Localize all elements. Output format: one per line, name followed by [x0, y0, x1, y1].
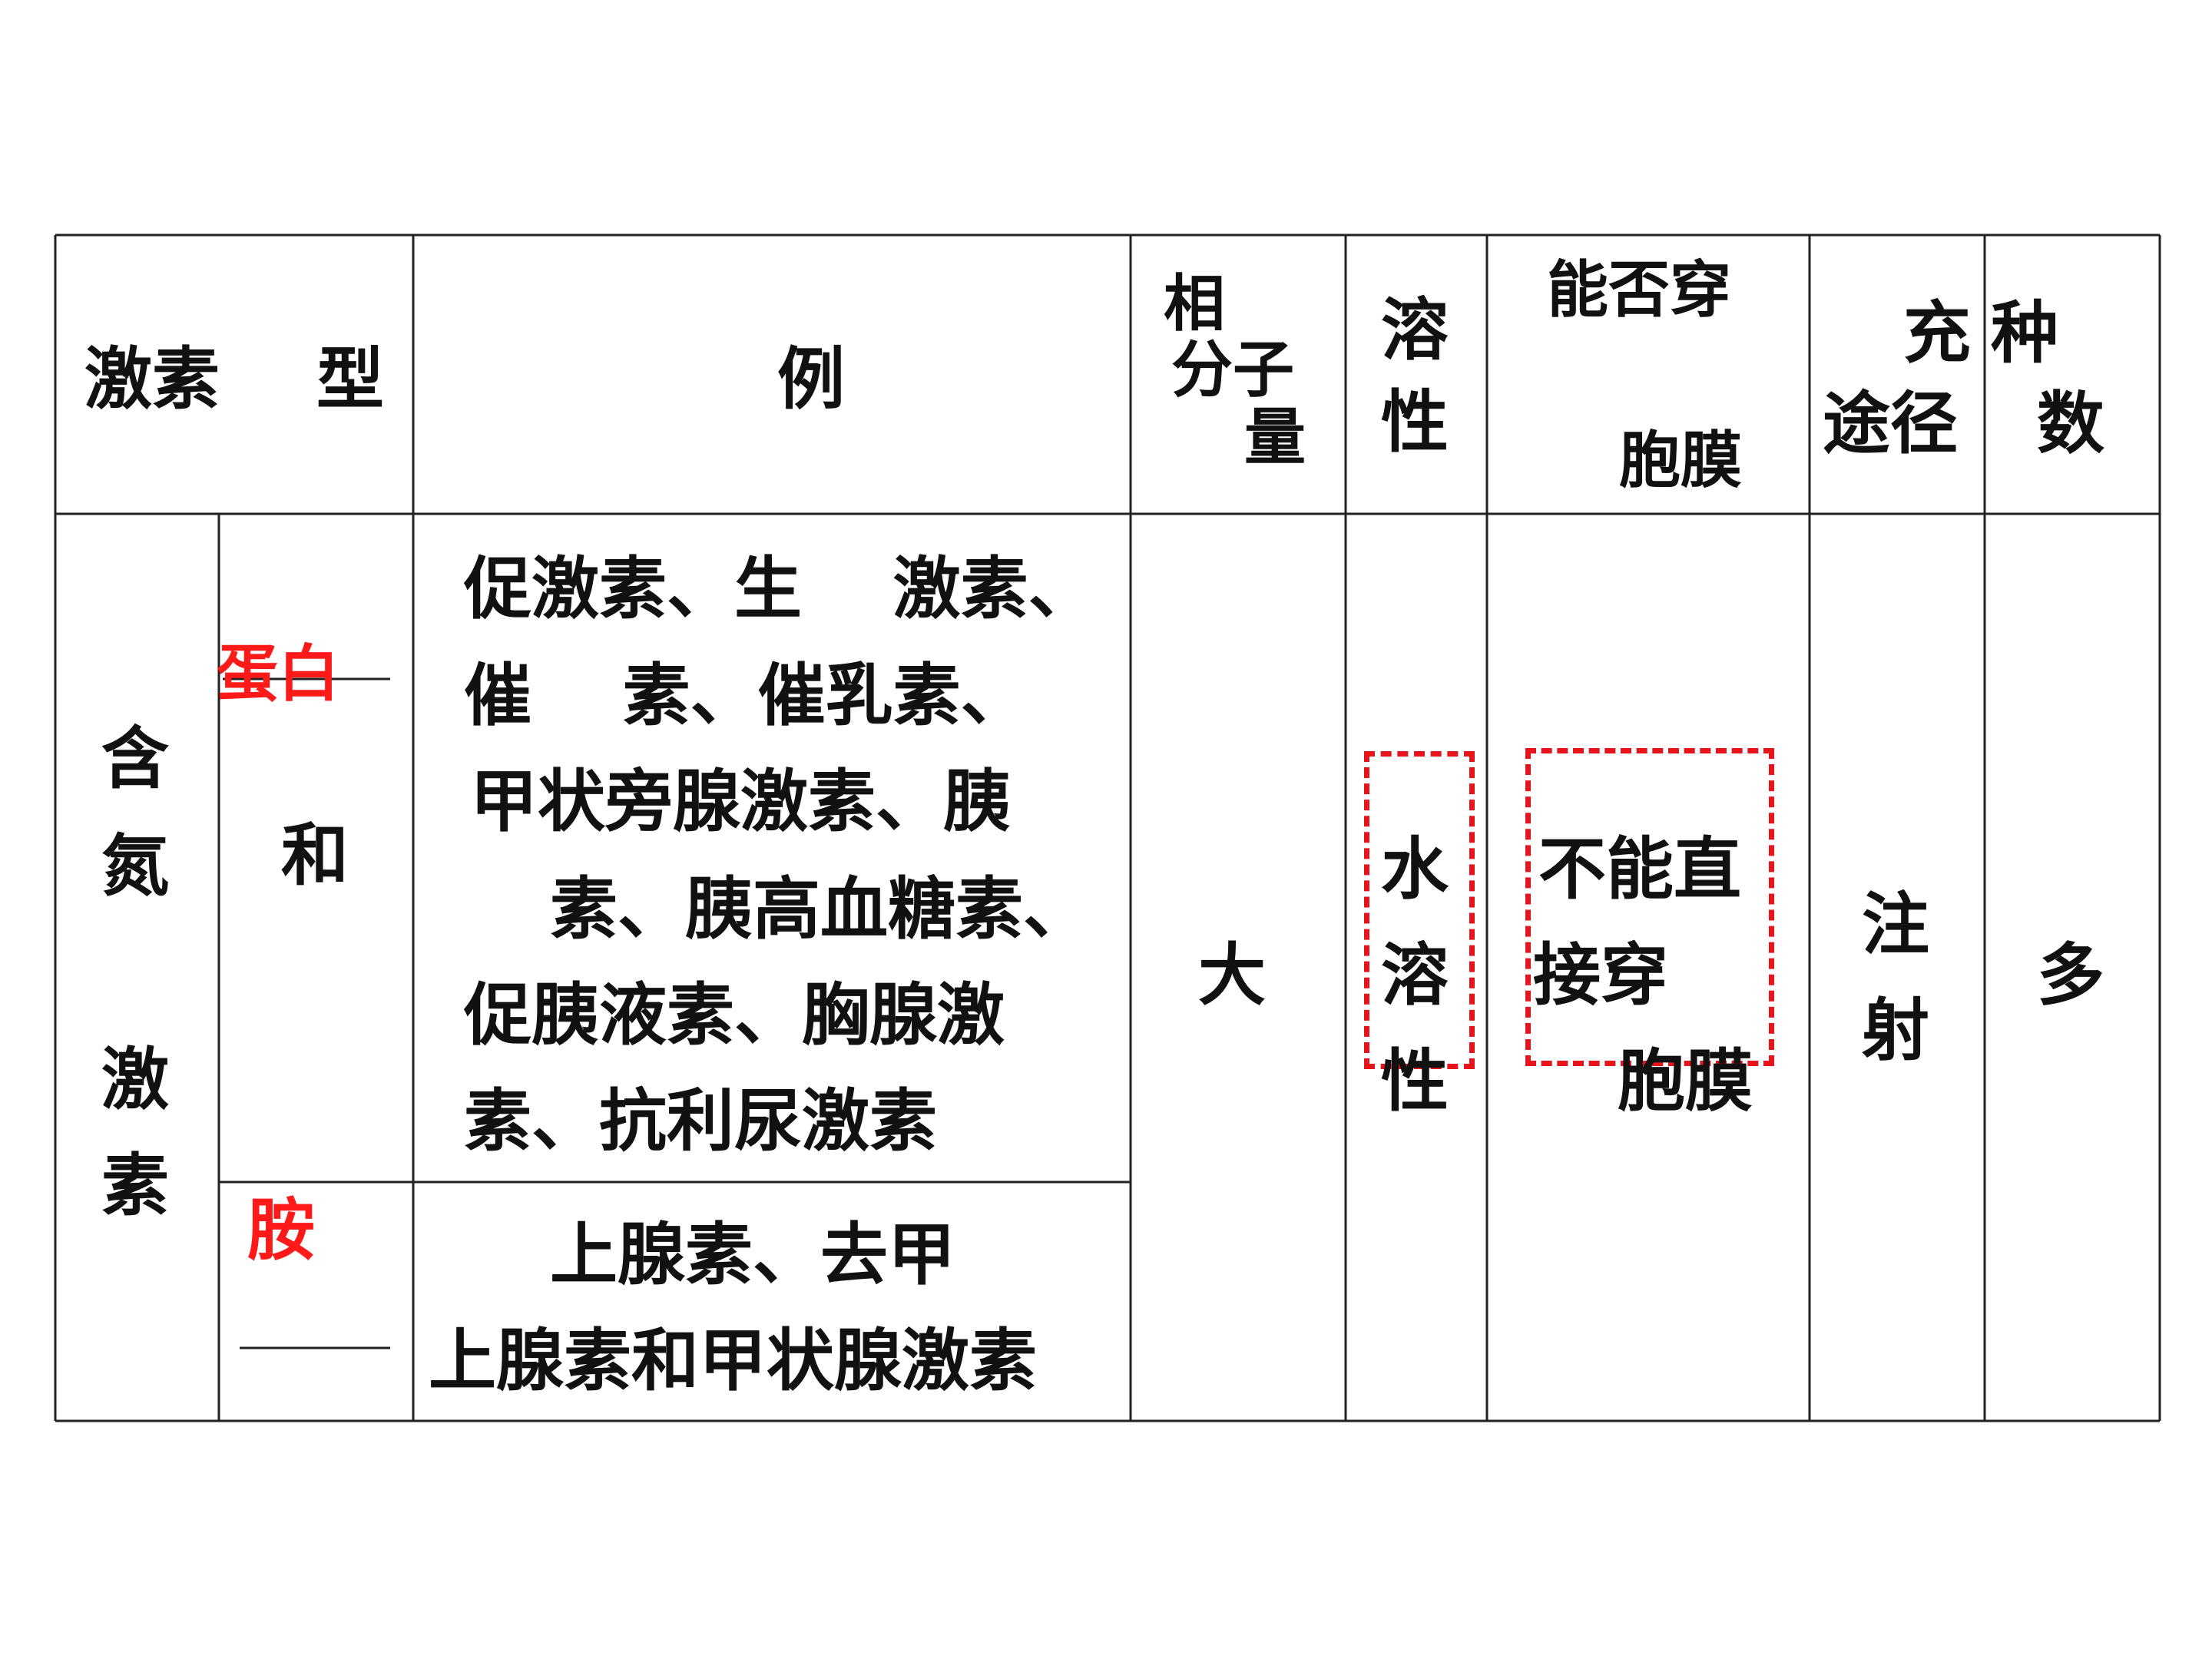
solubility-value-3: 性: [1381, 1041, 1449, 1121]
membrane-highlight-box: [1525, 748, 1774, 1066]
protein-example-line: 甲状旁腺激素、胰: [470, 762, 1012, 841]
solubility-value-1: 水: [1381, 830, 1449, 909]
group-label-1: 含: [101, 719, 170, 798]
protein-example-line: 催 素、催乳素、: [464, 656, 1028, 735]
route-value-2: 射: [1862, 991, 1930, 1070]
header-membrane-1: 能否穿: [1547, 254, 1731, 326]
solubility-highlight-box: [1364, 751, 1475, 1069]
protein-example-line: 促胰液素、胸腺激: [464, 975, 1005, 1055]
membrane-value-1: 不能直: [1538, 830, 1742, 909]
membrane-value-3: 胞膜: [1618, 1041, 1753, 1121]
protein-type-label: 蛋白: [217, 638, 339, 710]
header-route-a: 充: [1903, 293, 1972, 373]
header-type-a: 激素: [84, 339, 220, 419]
amine-example-line: 上腺素、去甲: [550, 1215, 956, 1294]
header-sol-2: 性: [1381, 382, 1449, 462]
solubility-value-2: 溶: [1381, 935, 1449, 1015]
header-mw-3: 量: [1244, 402, 1306, 473]
header-count-a: 种: [1991, 293, 2059, 373]
amine-type-label: 胺: [247, 1190, 316, 1270]
group-label-4: 素: [101, 1146, 170, 1225]
protein-example-line: 素、胰高血糖素、: [550, 869, 1091, 949]
group-label-3: 激: [101, 1040, 170, 1119]
protein-example-line: 促激素、生 激素、: [464, 549, 1096, 628]
count-value: 多: [2037, 935, 2105, 1015]
membrane-value-2: 接穿: [1533, 935, 1669, 1015]
amine-example-line: 上腺素和甲状腺激素: [429, 1321, 1038, 1400]
header-example: 例: [777, 339, 846, 419]
protein-example-line: 素、抗利尿激素: [464, 1081, 938, 1161]
header-mw-2: 分子: [1171, 334, 1294, 406]
header-sol-1: 溶: [1381, 290, 1449, 369]
group-label-2: 氮: [101, 826, 170, 906]
header-type-b: 型: [316, 339, 385, 419]
route-value-1: 注: [1862, 885, 1930, 964]
header-count-b: 数: [2037, 384, 2105, 463]
mw-value: 大: [1198, 935, 1267, 1015]
header-mw-1: 相: [1164, 268, 1225, 339]
header-route-b: 途径: [1823, 384, 1959, 463]
header-membrane-2: 胞膜: [1619, 425, 1742, 496]
protein-type-and: 和: [281, 816, 349, 895]
